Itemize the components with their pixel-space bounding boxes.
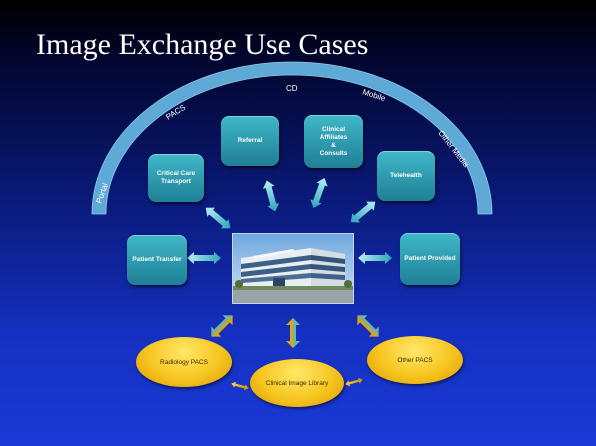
hospital-building-illustration: [233, 234, 353, 303]
arrow-critical-care: [205, 207, 231, 229]
box-critical-care-transport: Critical Care Transport: [148, 154, 204, 202]
ellipse-label: Radiology PACS: [160, 358, 208, 366]
hospital-building-image: [232, 233, 354, 304]
ellipse-other-pacs: Other PACS: [367, 336, 463, 384]
box-telehealth: Telehealth: [377, 151, 435, 201]
box-label-line: Clinical: [321, 125, 346, 133]
box-label: Referral: [237, 137, 263, 144]
arrow-radiology-pacs: [211, 315, 233, 337]
arrow-library-to-other: [345, 377, 363, 387]
arrow-clinical-image-library: [286, 318, 300, 348]
arrow-telehealth: [350, 201, 376, 223]
ellipse-radiology-pacs: Radiology PACS: [136, 337, 232, 387]
box-label: Patient Provided: [404, 255, 456, 262]
box-label-line: &: [331, 141, 336, 149]
box-label: Clinical Affiliates & Consults: [316, 126, 352, 158]
media-arc: [91, 61, 493, 215]
box-label: Critical Care Transport: [156, 170, 196, 185]
box-patient-transfer: Patient Transfer: [127, 235, 187, 285]
arrow-referral: [262, 180, 280, 212]
box-referral: Referral: [221, 116, 279, 166]
arrow-other-pacs: [357, 315, 379, 337]
arrow-patient-provided: [358, 252, 392, 264]
arc-label-cd: CD: [286, 84, 298, 93]
arrow-radiology-to-library: [231, 381, 249, 391]
ellipse-clinical-image-library: Clinical Image Library: [250, 359, 344, 407]
slide-title: Image Exchange Use Cases: [36, 28, 369, 61]
ellipse-label: Other PACS: [397, 356, 433, 364]
box-label-line: Consults: [319, 149, 348, 157]
arrow-clinical-affiliates: [310, 177, 328, 209]
box-clinical-affiliates-consults: Clinical Affiliates & Consults: [304, 115, 363, 168]
box-label: Patient Transfer: [132, 256, 182, 263]
box-patient-provided: Patient Provided: [400, 233, 460, 285]
arrow-patient-transfer: [187, 252, 221, 264]
box-label-line: Affiliates: [319, 133, 348, 141]
ellipse-label: Clinical Image Library: [265, 379, 329, 387]
box-label: Telehealth: [390, 172, 422, 179]
